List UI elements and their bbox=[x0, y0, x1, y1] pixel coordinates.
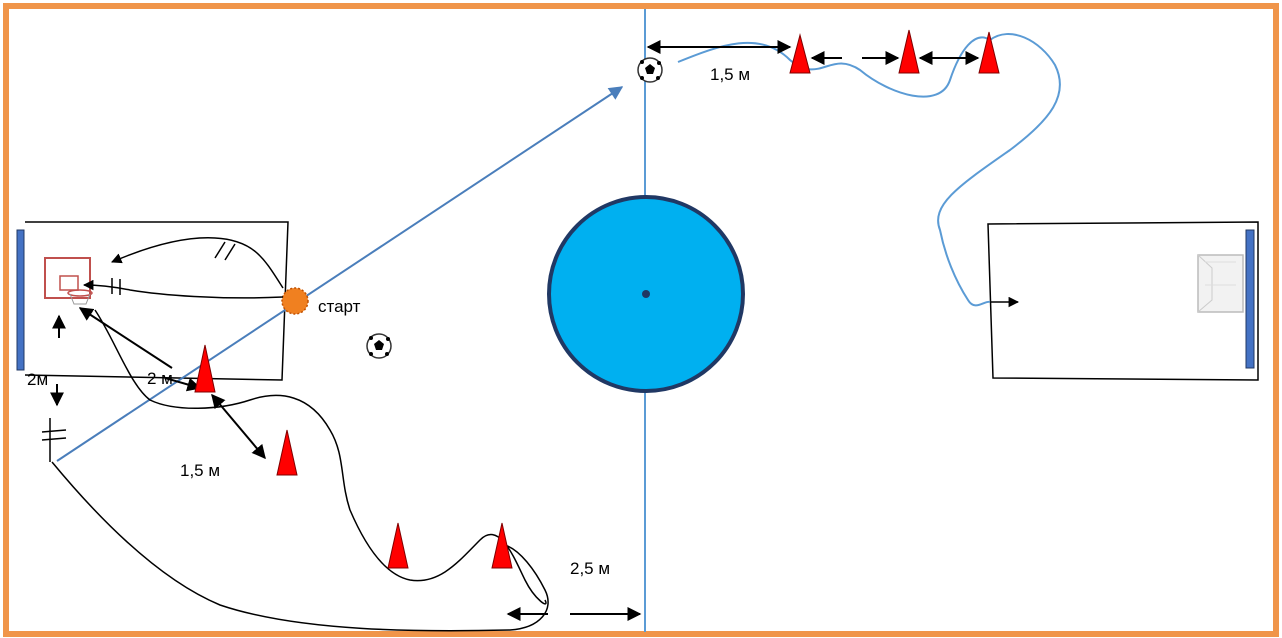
cone-icon bbox=[898, 29, 920, 74]
label-distance-cone: 1,5 м bbox=[180, 461, 220, 480]
label-distance-left-b: 2 м bbox=[147, 369, 173, 388]
field-frame bbox=[3, 3, 1279, 637]
tick-marks-left bbox=[41, 437, 67, 441]
cone-icon bbox=[194, 344, 216, 393]
right-backboard bbox=[1245, 229, 1255, 369]
center-dot bbox=[642, 290, 650, 298]
run-path-upper bbox=[111, 237, 284, 289]
long-pass-arrow bbox=[56, 86, 624, 462]
label-distance-top: 1,5 м bbox=[710, 65, 750, 84]
basketball-icon bbox=[281, 287, 309, 315]
tick-marks-upper bbox=[224, 243, 236, 261]
tick-marks-upper bbox=[214, 241, 226, 259]
run-path-slalom bbox=[94, 309, 547, 605]
cone-icon bbox=[387, 522, 409, 569]
dist-arrow-left-right bbox=[164, 377, 202, 392]
basketball-hoop-icon bbox=[44, 257, 93, 305]
shot-arrow bbox=[78, 307, 173, 369]
dribble-path-top bbox=[677, 33, 1061, 307]
label-start: старт bbox=[318, 297, 361, 316]
cone-icon bbox=[276, 429, 298, 476]
label-distance-left-a: 2м bbox=[27, 370, 48, 389]
soccer-ball-icon bbox=[637, 57, 663, 83]
cone-icon bbox=[789, 33, 811, 74]
right-zone bbox=[987, 221, 1259, 381]
football-goal-icon bbox=[1197, 254, 1244, 313]
run-path-middle bbox=[82, 279, 284, 299]
cone-icon bbox=[978, 31, 1000, 74]
left-backboard bbox=[16, 229, 25, 371]
cone-icon bbox=[491, 522, 513, 569]
soccer-ball-icon bbox=[366, 333, 392, 359]
dist-arrow-cone bbox=[211, 393, 266, 460]
run-path-return bbox=[51, 461, 549, 632]
tick-marks-left bbox=[41, 429, 67, 433]
label-distance-bottom: 2,5 м bbox=[570, 559, 610, 578]
